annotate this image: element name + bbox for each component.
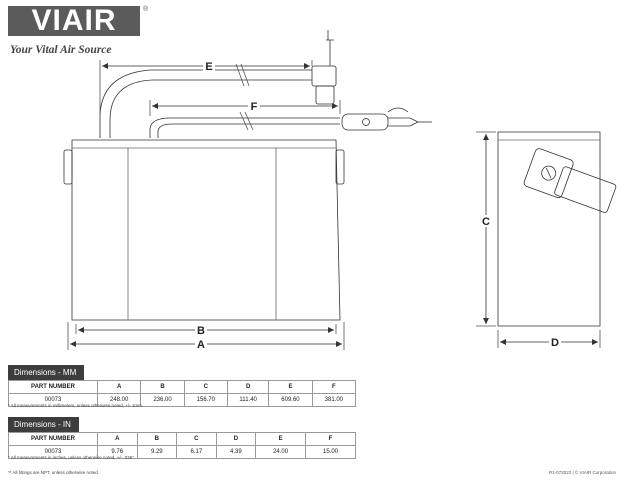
- table-cell: 00073: [8, 393, 98, 407]
- side-handle: [523, 148, 617, 213]
- compressor-housing-side: [497, 131, 601, 327]
- table-cell: 24.00: [255, 445, 307, 459]
- note-mm: * All measurements in millimeters, unles…: [8, 403, 144, 408]
- table-cell: 111.40: [226, 393, 270, 407]
- header-cell: C: [176, 432, 217, 446]
- table-cell: 248.00: [96, 393, 142, 407]
- table-header-row: PART NUMBER A B C D E F: [8, 380, 357, 394]
- header-cell: D: [226, 380, 270, 394]
- table-cell: 609.60: [268, 393, 313, 407]
- dim-label-b: B: [197, 325, 205, 337]
- document-reference: R1-072022 | © VIAIR Corporation: [548, 470, 616, 475]
- dimensions-in-table: Dimensions - IN PART NUMBER A B C D E F …: [8, 414, 356, 459]
- table-cell: 15.00: [305, 445, 356, 459]
- air-hose-inner: [109, 79, 312, 138]
- header-cell: A: [97, 432, 138, 446]
- header-cell: B: [140, 380, 185, 394]
- table-cell: 6.17: [176, 445, 217, 459]
- header-cell: A: [96, 380, 142, 394]
- table-row: 00073 9.76 9.29 6.17 4.39 24.00 15.00: [8, 445, 356, 459]
- table-title-in: Dimensions - IN: [8, 417, 79, 432]
- table-cell: 236.00: [140, 393, 185, 407]
- power-cord: [149, 117, 340, 138]
- table-header-row: PART NUMBER A B C D E F: [8, 432, 356, 446]
- table-cell: 9.29: [136, 445, 178, 459]
- table-cell: 156.70: [183, 393, 228, 407]
- table-cell: 4.39: [215, 445, 257, 459]
- dim-label-a: A: [197, 339, 205, 351]
- dim-label-d: D: [551, 337, 559, 349]
- header-cell: PART NUMBER: [8, 380, 98, 394]
- table-mm: PART NUMBER A B C D E F 00073 248.00 236…: [8, 380, 357, 407]
- power-plug: [341, 113, 389, 131]
- header-cell: PART NUMBER: [8, 432, 98, 446]
- registered-mark: ®: [143, 6, 149, 13]
- header-cell: B: [136, 432, 178, 446]
- dimensions-mm-table: Dimensions - MM PART NUMBER A B C D E F …: [8, 362, 357, 407]
- viair-logo: VIAIR ® Your Vital Air Source: [8, 6, 148, 58]
- header-cell: C: [183, 380, 228, 394]
- header-cell: F: [305, 432, 356, 446]
- table-in: PART NUMBER A B C D E F 00073 9.76 9.29 …: [8, 432, 356, 459]
- fittings-note: ** All fittings are NPT, unless otherwis…: [8, 470, 100, 475]
- dim-label-e: E: [205, 61, 212, 73]
- table-title-mm: Dimensions - MM: [8, 365, 85, 380]
- compressor-housing-front: [71, 139, 341, 321]
- note-in: * All measurements in inches, unless oth…: [8, 455, 136, 460]
- table-cell: 381.00: [311, 393, 357, 407]
- header-cell: E: [255, 432, 307, 446]
- header-cell: D: [215, 432, 257, 446]
- logo-wordmark: VIAIR: [8, 6, 140, 36]
- table-cell: 00073: [8, 445, 98, 459]
- logo-tagline: Your Vital Air Source: [10, 44, 112, 56]
- dim-label-f: F: [251, 101, 258, 113]
- dim-label-c: C: [482, 216, 490, 228]
- header-cell: E: [268, 380, 313, 394]
- hose-chuck: [311, 65, 337, 87]
- header-cell: F: [311, 380, 357, 394]
- table-row: 00073 248.00 236.00 156.70 111.40 609.60…: [8, 393, 357, 407]
- table-cell: 9.76: [97, 445, 138, 459]
